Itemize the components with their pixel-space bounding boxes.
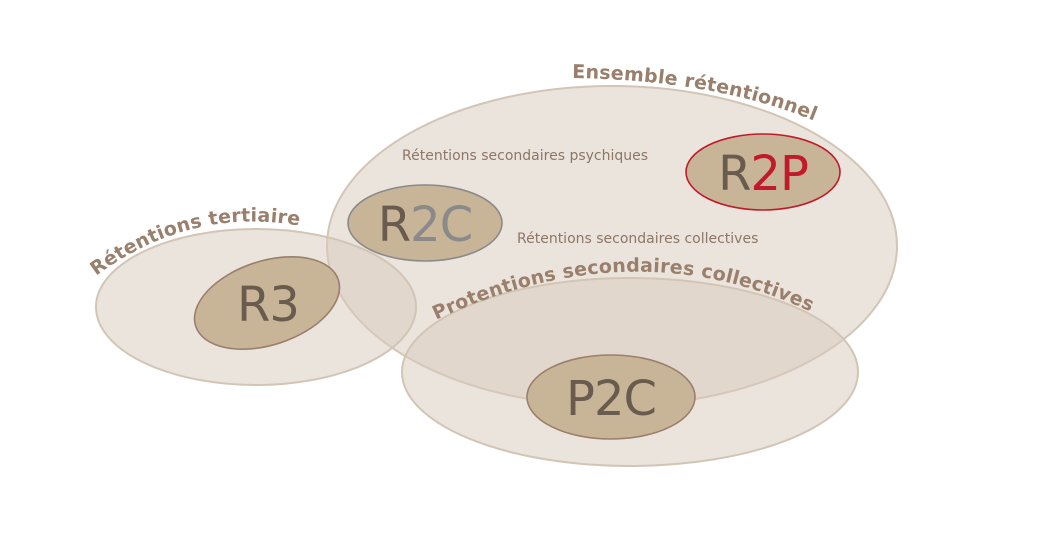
r2c-suffix: C [440,197,473,253]
p2c-prefix: P [566,371,594,427]
p2c-shape [526,354,696,440]
r3-shape [193,256,341,350]
r3-node: R3 [193,256,341,350]
r2c-node: R2C [347,184,503,262]
psychiques-label: Rétentions secondaires psychiques [402,148,648,164]
r2p-shape [685,133,841,211]
r2p-node: R2P [685,133,841,211]
r2p-digit: 2 [750,146,780,202]
r2p-suffix: P [780,146,808,202]
r2p-label: R2P [718,146,808,202]
r2p-prefix: R [718,146,750,202]
p2c-digit: 2 [594,371,624,427]
p2c-label: P2C [566,371,656,427]
p2c-node: P2C [526,354,696,440]
p2c-suffix: C [623,371,656,427]
r2c-shape [347,184,503,262]
r3-digit: 3 [269,277,299,333]
r2c-label: R2C [378,197,472,253]
r3-prefix: R [237,277,269,333]
r2c-prefix: R [378,197,410,253]
collectives-label: Rétentions secondaires collectives [517,231,758,247]
r3-label: R3 [237,277,299,333]
r2c-digit: 2 [410,197,440,253]
